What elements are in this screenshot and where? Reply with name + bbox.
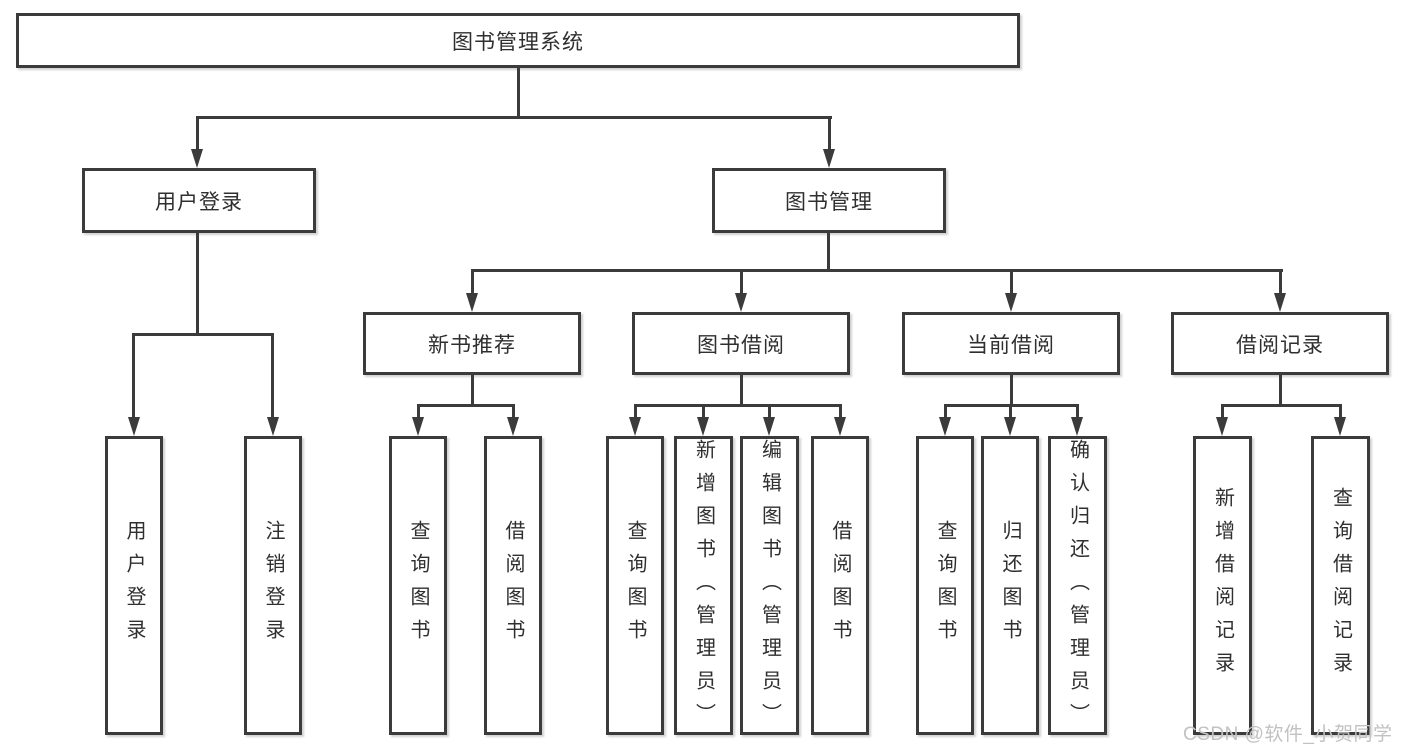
connector-line bbox=[839, 404, 842, 418]
node-label: 图书管理系统 bbox=[452, 30, 584, 54]
node-label: 新增图书（管理员） bbox=[692, 439, 715, 736]
connector-line bbox=[740, 375, 743, 406]
connector-line bbox=[471, 375, 474, 406]
arrow-down-icon bbox=[128, 417, 140, 436]
arrow-down-icon bbox=[629, 417, 641, 436]
connector-line bbox=[1279, 375, 1282, 406]
connector-line bbox=[1221, 404, 1224, 418]
leaf-query-borrow-record: 查询借阅记录 bbox=[1311, 436, 1370, 735]
connector-line bbox=[132, 333, 135, 417]
node-label: 借阅图书 bbox=[829, 519, 851, 652]
node-book-management: 图书管理 bbox=[712, 168, 946, 233]
node-user-login: 用户登录 bbox=[82, 168, 316, 233]
connector-line bbox=[944, 404, 947, 418]
arrow-down-icon bbox=[735, 293, 747, 312]
node-label: 图书借阅 bbox=[697, 333, 785, 357]
arrow-down-icon bbox=[412, 417, 424, 436]
node-label: 新增借阅记录 bbox=[1211, 486, 1234, 685]
arrow-down-icon bbox=[1216, 417, 1228, 436]
arrow-down-icon bbox=[1005, 293, 1017, 312]
connector-line bbox=[1010, 269, 1013, 294]
connector-line bbox=[635, 404, 841, 407]
node-label: 借阅记录 bbox=[1236, 333, 1324, 357]
node-current-borrowing: 当前借阅 bbox=[902, 312, 1120, 375]
connector-line bbox=[133, 333, 274, 336]
arrow-down-icon bbox=[507, 417, 519, 436]
node-new-book-recommend: 新书推荐 bbox=[363, 312, 581, 375]
connector-line bbox=[1009, 404, 1012, 418]
connector-line bbox=[1279, 269, 1282, 294]
node-borrow-records: 借阅记录 bbox=[1171, 312, 1389, 375]
node-label: 注销登录 bbox=[262, 519, 284, 652]
leaf-user-login: 用户登录 bbox=[105, 436, 163, 735]
node-label: 查询图书 bbox=[624, 519, 646, 652]
arrow-down-icon bbox=[191, 149, 203, 168]
node-label: 用户登录 bbox=[123, 519, 145, 652]
connector-line bbox=[197, 116, 832, 119]
connector-line bbox=[471, 269, 474, 294]
leaf-add-borrow-record: 新增借阅记录 bbox=[1193, 436, 1252, 735]
connector-line bbox=[702, 404, 705, 418]
node-label: 查询图书 bbox=[934, 519, 956, 652]
arrow-down-icon bbox=[1071, 417, 1083, 436]
connector-line bbox=[417, 404, 420, 418]
connector-line bbox=[634, 404, 637, 418]
leaf-add-books-admin: 新增图书（管理员） bbox=[674, 436, 733, 736]
connector-line bbox=[271, 333, 274, 417]
node-label: 当前借阅 bbox=[967, 333, 1055, 357]
node-label: 编辑图书（管理员） bbox=[758, 439, 781, 736]
leaf-query-books-current: 查询图书 bbox=[916, 436, 974, 735]
arrow-down-icon bbox=[1334, 417, 1346, 436]
arrow-down-icon bbox=[1004, 417, 1016, 436]
connector-line bbox=[1076, 404, 1079, 418]
connector-line bbox=[1010, 375, 1013, 406]
connector-line bbox=[196, 233, 199, 335]
leaf-query-books-recommend: 查询图书 bbox=[389, 436, 447, 735]
leaf-borrow-books: 借阅图书 bbox=[811, 436, 869, 735]
node-label: 图书管理 bbox=[785, 190, 873, 214]
arrow-down-icon bbox=[697, 417, 709, 436]
node-label: 借阅图书 bbox=[502, 519, 524, 652]
connector-line bbox=[471, 269, 1283, 272]
connector-line bbox=[517, 66, 520, 119]
leaf-borrow-books-recommend: 借阅图书 bbox=[484, 436, 542, 735]
leaf-confirm-return-admin: 确认归还（管理员） bbox=[1048, 436, 1107, 736]
connector-line bbox=[418, 404, 515, 407]
connector-line bbox=[827, 233, 830, 272]
arrow-down-icon bbox=[1274, 293, 1286, 312]
arrow-down-icon bbox=[823, 149, 835, 168]
leaf-logout: 注销登录 bbox=[244, 436, 302, 735]
connector-line bbox=[1339, 404, 1342, 418]
node-label: 确认归还（管理员） bbox=[1066, 439, 1089, 736]
leaf-return-books: 归还图书 bbox=[981, 436, 1039, 735]
arrow-down-icon bbox=[267, 417, 279, 436]
node-label: 查询图书 bbox=[407, 519, 429, 652]
node-label: 新书推荐 bbox=[428, 333, 516, 357]
node-book-borrowing: 图书借阅 bbox=[632, 312, 850, 375]
connector-line bbox=[1222, 404, 1341, 407]
connector-line bbox=[768, 404, 771, 418]
node-label: 归还图书 bbox=[999, 519, 1021, 652]
node-root-library-system: 图书管理系统 bbox=[16, 13, 1020, 68]
node-label: 用户登录 bbox=[155, 190, 243, 214]
leaf-query-books-borrowing: 查询图书 bbox=[606, 436, 664, 735]
connector-line bbox=[196, 116, 199, 150]
leaf-edit-books-admin: 编辑图书（管理员） bbox=[740, 436, 799, 736]
connector-line bbox=[512, 404, 515, 418]
connector-line bbox=[828, 116, 831, 150]
arrow-down-icon bbox=[939, 417, 951, 436]
arrow-down-icon bbox=[834, 417, 846, 436]
node-label: 查询借阅记录 bbox=[1329, 486, 1352, 685]
connector-line bbox=[740, 269, 743, 294]
arrow-down-icon bbox=[466, 293, 478, 312]
csdn-watermark: CSDN @软件_小贺同学 bbox=[1183, 724, 1393, 745]
arrow-down-icon bbox=[763, 417, 775, 436]
